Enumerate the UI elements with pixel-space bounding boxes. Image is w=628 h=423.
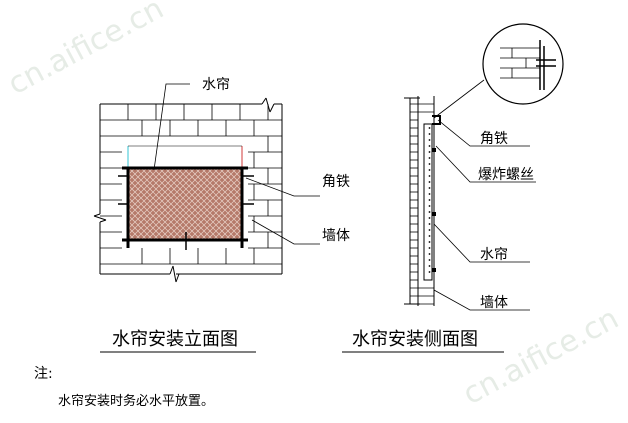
note-body: 水帘安装时务必水平放置。 <box>58 394 215 409</box>
detail-callout <box>433 23 564 119</box>
side-wall <box>404 96 435 306</box>
note-title: 注: <box>34 366 53 382</box>
side-cooling-pad <box>423 123 433 281</box>
cooling-pad <box>127 167 243 241</box>
label-front-wall: 墙体 <box>322 228 350 244</box>
front-elevation-view: 水帘 角铁 墙体 水帘安装立面图 <box>93 77 350 353</box>
side-pad-texture <box>428 127 436 273</box>
label-side-wall: 墙体 <box>480 295 508 311</box>
angle-iron-frame <box>122 166 248 248</box>
caption-front-elevation: 水帘安装立面图 <box>112 329 238 350</box>
bolts-front <box>118 175 254 250</box>
watermark-top: cn.aifice.cn <box>2 0 169 102</box>
label-front-curtain: 水帘 <box>202 77 230 93</box>
side-section-view: 角铁 爆炸螺丝 水帘 墙体 水帘安装侧面图 <box>342 23 564 353</box>
label-side-curtain: 水帘 <box>480 247 508 263</box>
watermark-bottom: cn.aifice.cn <box>457 301 624 412</box>
label-front-angle-iron: 角铁 <box>322 174 350 190</box>
label-side-bolt: 爆炸螺丝 <box>478 167 534 183</box>
caption-side-section: 水帘安装侧面图 <box>352 329 478 350</box>
label-side-angle-iron: 角铁 <box>480 131 508 147</box>
brick-wall <box>93 97 283 283</box>
